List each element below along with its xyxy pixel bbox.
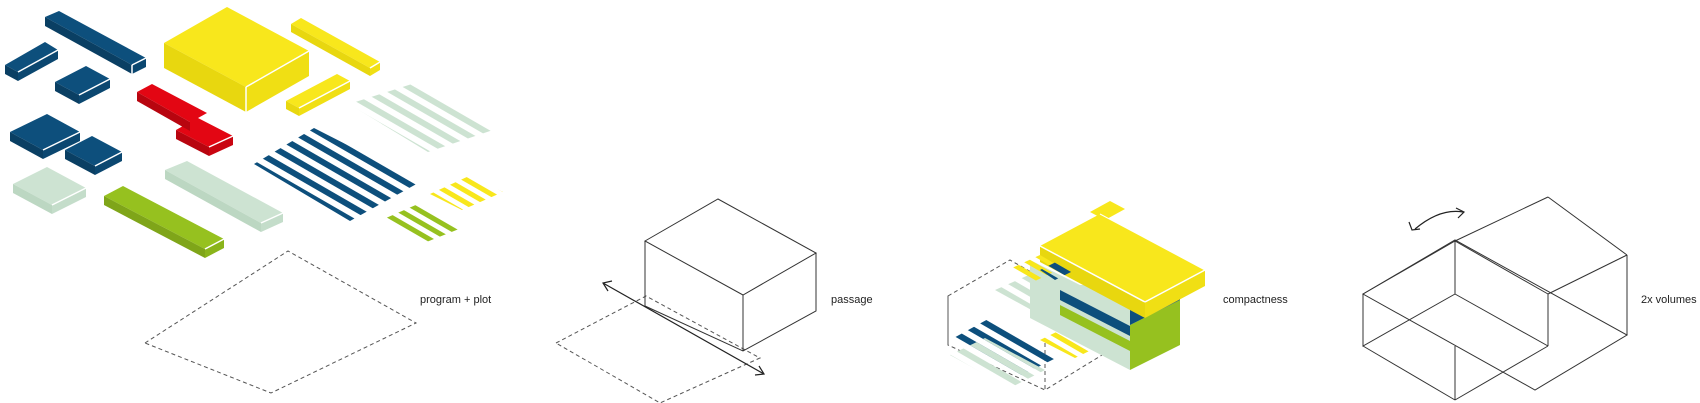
rotate-arrow: [1408, 207, 1466, 231]
outdoor-area-yellow: [430, 176, 503, 210]
plot-outline: [143, 250, 418, 394]
program-block-yellow: [291, 18, 381, 76]
label-compactness: compactness: [1223, 294, 1288, 306]
building-volume: [643, 198, 818, 352]
outdoor-area-green: [386, 204, 459, 243]
program-block-yellow: [164, 7, 310, 112]
panel-compactness: compactness: [947, 201, 1288, 391]
program-block-yellow: [286, 74, 351, 116]
program-block-pale-green: [165, 161, 284, 232]
panel-program-plot: program + plot: [5, 7, 503, 394]
program-block-red: [137, 84, 234, 156]
outdoor-area-blue: [950, 318, 1060, 376]
program-block-blue: [45, 11, 147, 74]
plot-outline: [554, 295, 762, 403]
program-block-blue: [65, 136, 123, 175]
panel-2x-volumes: 2x volumes: [1361, 196, 1697, 401]
outdoor-area-blue: [254, 128, 420, 221]
program-block-green: [104, 186, 225, 258]
program-block-blue: [5, 42, 59, 81]
panel-passage: passage: [554, 198, 873, 403]
double-volume: [1361, 196, 1629, 401]
label-passage: passage: [831, 294, 873, 306]
program-block-blue: [55, 66, 111, 104]
label-2x-volumes: 2x volumes: [1641, 294, 1697, 306]
program-block-blue: [10, 114, 81, 159]
outdoor-area-pale-green: [349, 83, 493, 152]
stacked-program: [1012, 201, 1206, 370]
passage-arrow: [602, 280, 766, 376]
outdoor-area-pale-green: [950, 338, 1045, 388]
program-block-pale-green: [13, 167, 87, 214]
label-program-plot: program + plot: [420, 294, 491, 306]
plot-outline: [947, 259, 1139, 391]
